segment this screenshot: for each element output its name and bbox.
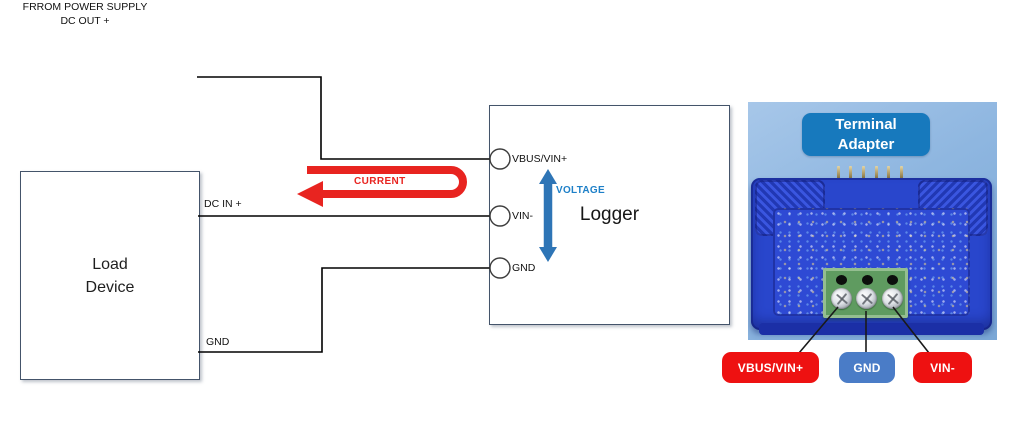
terminal-screw <box>831 288 852 309</box>
load-device-label: Load Device <box>86 253 135 299</box>
screw-terminal-block <box>823 268 908 318</box>
pin-label-gnd: GND <box>839 352 895 383</box>
pin-label-text: VIN- <box>930 360 955 375</box>
header-pin <box>849 166 852 180</box>
wire-gnd-to-gnd <box>198 267 491 353</box>
terminal-hole <box>836 275 847 285</box>
badge-line2: Adapter <box>837 135 895 153</box>
header-pin <box>887 166 890 180</box>
source-label-line2: DC OUT + <box>60 15 110 27</box>
current-annotation-label: CURRENT <box>354 176 406 187</box>
gnd-wire-label: GND <box>206 336 230 348</box>
header-pin <box>900 166 903 180</box>
pin-label-text: GND <box>853 360 881 375</box>
logger-terminal-label-vin-minus: VIN- <box>512 210 533 222</box>
power-supply-source-label: FRROM POWER SUPPLY DC OUT + <box>0 0 170 28</box>
terminal-screw <box>856 288 877 309</box>
pin-label-text: VBUS/VIN+ <box>737 360 804 375</box>
terminal-hole <box>862 275 873 285</box>
terminal-screw <box>882 288 903 309</box>
pin-label-vin-minus: VIN- <box>913 352 972 383</box>
header-pin <box>837 166 840 180</box>
voltage-annotation-label: VOLTAGE <box>556 185 605 196</box>
badge-line1: Terminal <box>835 115 897 133</box>
logger-title: Logger <box>579 204 640 225</box>
logger-terminal-label-gnd: GND <box>512 262 536 274</box>
pin-label-vbus-vin-plus: VBUS/VIN+ <box>722 352 819 383</box>
load-device-label-line2: Device <box>85 278 135 296</box>
terminal-adapter-badge: Terminal Adapter <box>802 113 930 156</box>
logger-terminal-label-vbus: VBUS/VIN+ <box>512 153 568 165</box>
terminal-adapter-photo: Terminal Adapter <box>748 102 997 340</box>
load-device-box: Load Device <box>20 171 200 380</box>
device-base <box>759 323 984 335</box>
terminal-hole <box>887 275 898 285</box>
header-pin <box>862 166 865 180</box>
source-label-line1: FRROM POWER SUPPLY <box>22 1 148 13</box>
wire-dc-out-to-vbus <box>197 76 491 160</box>
header-pin <box>875 166 878 180</box>
logger-box: Logger <box>489 105 730 325</box>
load-device-label-line1: Load <box>92 255 128 273</box>
dc-in-wire-label: DC IN + <box>204 198 242 210</box>
